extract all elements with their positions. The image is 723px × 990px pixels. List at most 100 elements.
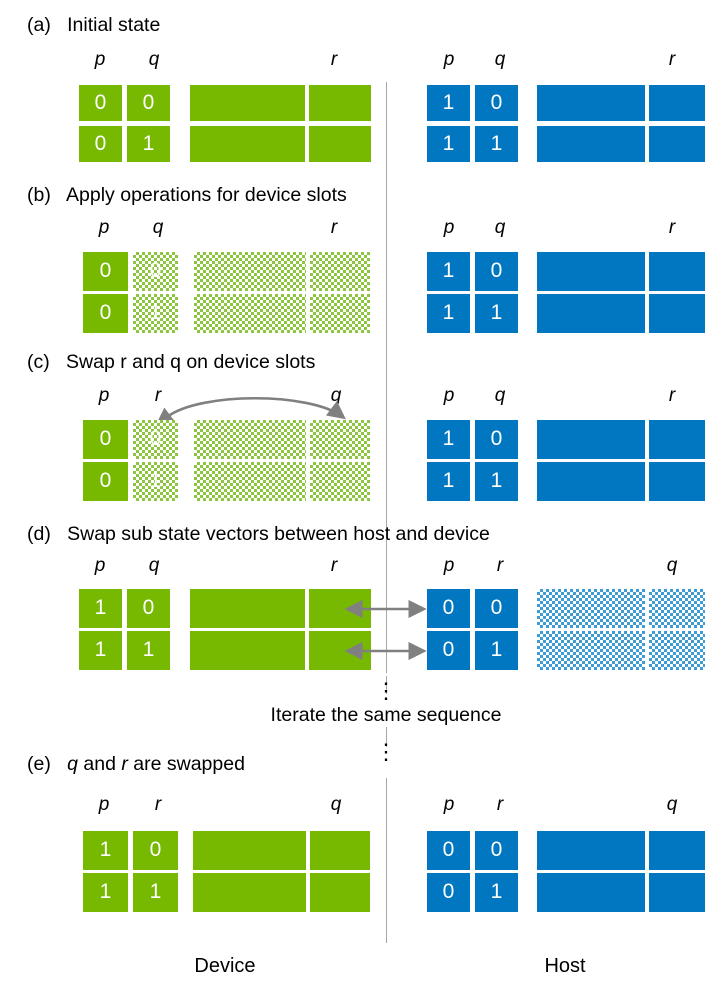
cell-value: 0 <box>142 90 155 114</box>
section-e-host-label-r: r <box>496 794 504 815</box>
section-c-device-cell-r0c3 <box>310 420 370 459</box>
section-e-host-cell-r0c2 <box>537 831 645 870</box>
cell-value: 1 <box>149 301 162 324</box>
section-d-host-cell-r0c3 <box>649 589 705 628</box>
section-a-device-cell-r1c2 <box>190 126 305 162</box>
cell-value: 0 <box>490 259 503 282</box>
section-b-host-label-p: p <box>443 217 455 238</box>
cell-value: 1 <box>142 638 155 661</box>
section-b-device-cell-r0c3 <box>310 252 370 291</box>
section-b-host-label-r: r <box>668 217 676 238</box>
section-c-device-cell-r1c3 <box>310 462 370 501</box>
cell-value: 0 <box>490 596 503 619</box>
cell-value: 1 <box>142 131 155 155</box>
section-d-device-cell-r1c0: 1 <box>79 631 122 670</box>
section-e-device-cell-r0c2 <box>193 831 306 870</box>
section-c-device-label-r: r <box>154 385 162 406</box>
column-divider-bottom <box>386 778 387 943</box>
section-e-device-cell-r0c1: 0 <box>133 831 178 870</box>
section-c-caption: (c) Swap r and q on device slots <box>27 351 315 373</box>
section-b-host-cell-r0c1: 0 <box>475 252 518 291</box>
section-b-host-label-q: q <box>494 217 506 238</box>
section-c-host-cell-r0c2 <box>537 420 645 459</box>
cell-value: 0 <box>490 427 503 450</box>
cell-value: 0 <box>94 131 107 155</box>
footer-host-label: Host <box>544 955 586 977</box>
section-e-device-cell-r0c0: 1 <box>83 831 128 870</box>
cell-value: 0 <box>142 596 155 619</box>
section-a-device-label-p: p <box>94 49 106 70</box>
section-b-host-cell-r1c0: 1 <box>427 294 470 333</box>
section-b-caption-text: Apply operations for device slots <box>66 184 347 206</box>
cell-value: 0 <box>490 838 503 861</box>
section-c-device-cell-r0c0: 0 <box>83 420 128 459</box>
section-c-host-cell-r1c1: 1 <box>475 462 518 501</box>
cell-value: 0 <box>99 259 112 282</box>
section-d-device-label-r: r <box>330 555 338 576</box>
section-d-device-label-q: q <box>148 555 160 576</box>
section-a-device-label-r: r <box>330 49 338 70</box>
section-e-host-cell-r0c1: 0 <box>475 831 518 870</box>
section-d-device-cell-r0c2 <box>190 589 305 628</box>
section-b-device-cell-r0c0: 0 <box>83 252 128 291</box>
section-b-host-cell-r1c2 <box>537 294 645 333</box>
section-e-caption-tail: are swapped <box>133 753 245 775</box>
section-c-caption-text: Swap r and q on device slots <box>66 351 316 373</box>
section-a-device-label-q: q <box>148 49 160 70</box>
section-e-caption-prefix: (e) <box>27 753 51 775</box>
section-a-host-cell-r0c3 <box>649 85 705 121</box>
cell-value: 1 <box>442 301 455 324</box>
section-e-host-cell-r0c3 <box>649 831 705 870</box>
cell-value: 1 <box>149 469 162 492</box>
section-d-device-cell-r1c1: 1 <box>127 631 170 670</box>
cell-value: 1 <box>99 880 112 903</box>
section-e-device-cell-r1c1: 1 <box>133 873 178 912</box>
cell-value: 1 <box>442 469 455 492</box>
section-c-host-cell-r0c1: 0 <box>475 420 518 459</box>
section-d-caption-prefix: (d) <box>27 523 51 545</box>
section-d-host-cell-r1c1: 1 <box>475 631 518 670</box>
cell-value: 0 <box>99 469 112 492</box>
section-a-device-cell-r0c0: 0 <box>79 85 122 121</box>
section-a-device-cell-r1c3 <box>309 126 371 162</box>
section-a-host-cell-r1c2 <box>537 126 645 162</box>
iterate-label: Iterate the same sequence <box>270 704 502 726</box>
section-d-host-label-q: q <box>666 555 678 576</box>
section-b-caption-prefix: (b) <box>27 184 51 206</box>
cell-value: 1 <box>490 301 503 324</box>
section-c-host-cell-r1c0: 1 <box>427 462 470 501</box>
swap-arrow-r-q <box>155 396 346 426</box>
footer-device-label: Device <box>194 955 256 977</box>
section-e-device-label-p: p <box>98 794 110 815</box>
section-c-host-cell-r1c2 <box>537 462 645 501</box>
section-a-caption-text: Initial state <box>67 14 161 36</box>
section-c-device-label-q: q <box>330 385 342 406</box>
section-d-host-cell-r0c0: 0 <box>427 589 470 628</box>
section-d-host-cell-r0c2 <box>537 589 645 628</box>
section-b-host-cell-r0c2 <box>537 252 645 291</box>
section-b-device-cell-r1c0: 0 <box>83 294 128 333</box>
section-d-host-cell-r1c3 <box>649 631 705 670</box>
section-a-device-cell-r1c1: 1 <box>127 126 170 162</box>
section-b-device-label-q: q <box>152 217 164 238</box>
section-b-host-cell-r1c1: 1 <box>475 294 518 333</box>
cell-value: 1 <box>94 638 107 661</box>
section-c-device-cell-r1c0: 0 <box>83 462 128 501</box>
section-e-device-label-r: r <box>154 794 162 815</box>
cell-value: 1 <box>99 838 112 861</box>
section-b-device-cell-r1c3 <box>310 294 370 333</box>
section-e-host-label-q: q <box>666 794 678 815</box>
section-b-caption: (b) Apply operations for device slots <box>27 184 347 206</box>
section-d-host-cell-r1c0: 0 <box>427 631 470 670</box>
section-a-host-label-p: p <box>443 49 455 70</box>
section-b-device-label-p: p <box>98 217 110 238</box>
section-c-device-cell-r1c1: 1 <box>133 462 178 501</box>
section-e-caption-q: q <box>67 753 78 775</box>
cell-value: 1 <box>442 131 455 155</box>
section-b-host-cell-r0c0: 1 <box>427 252 470 291</box>
section-c-host-label-p: p <box>443 385 455 406</box>
section-d-device-cell-r0c0: 1 <box>79 589 122 628</box>
section-c-host-cell-r0c0: 1 <box>427 420 470 459</box>
section-a-host-cell-r0c0: 1 <box>427 85 470 121</box>
section-e-device-cell-r0c3 <box>310 831 370 870</box>
